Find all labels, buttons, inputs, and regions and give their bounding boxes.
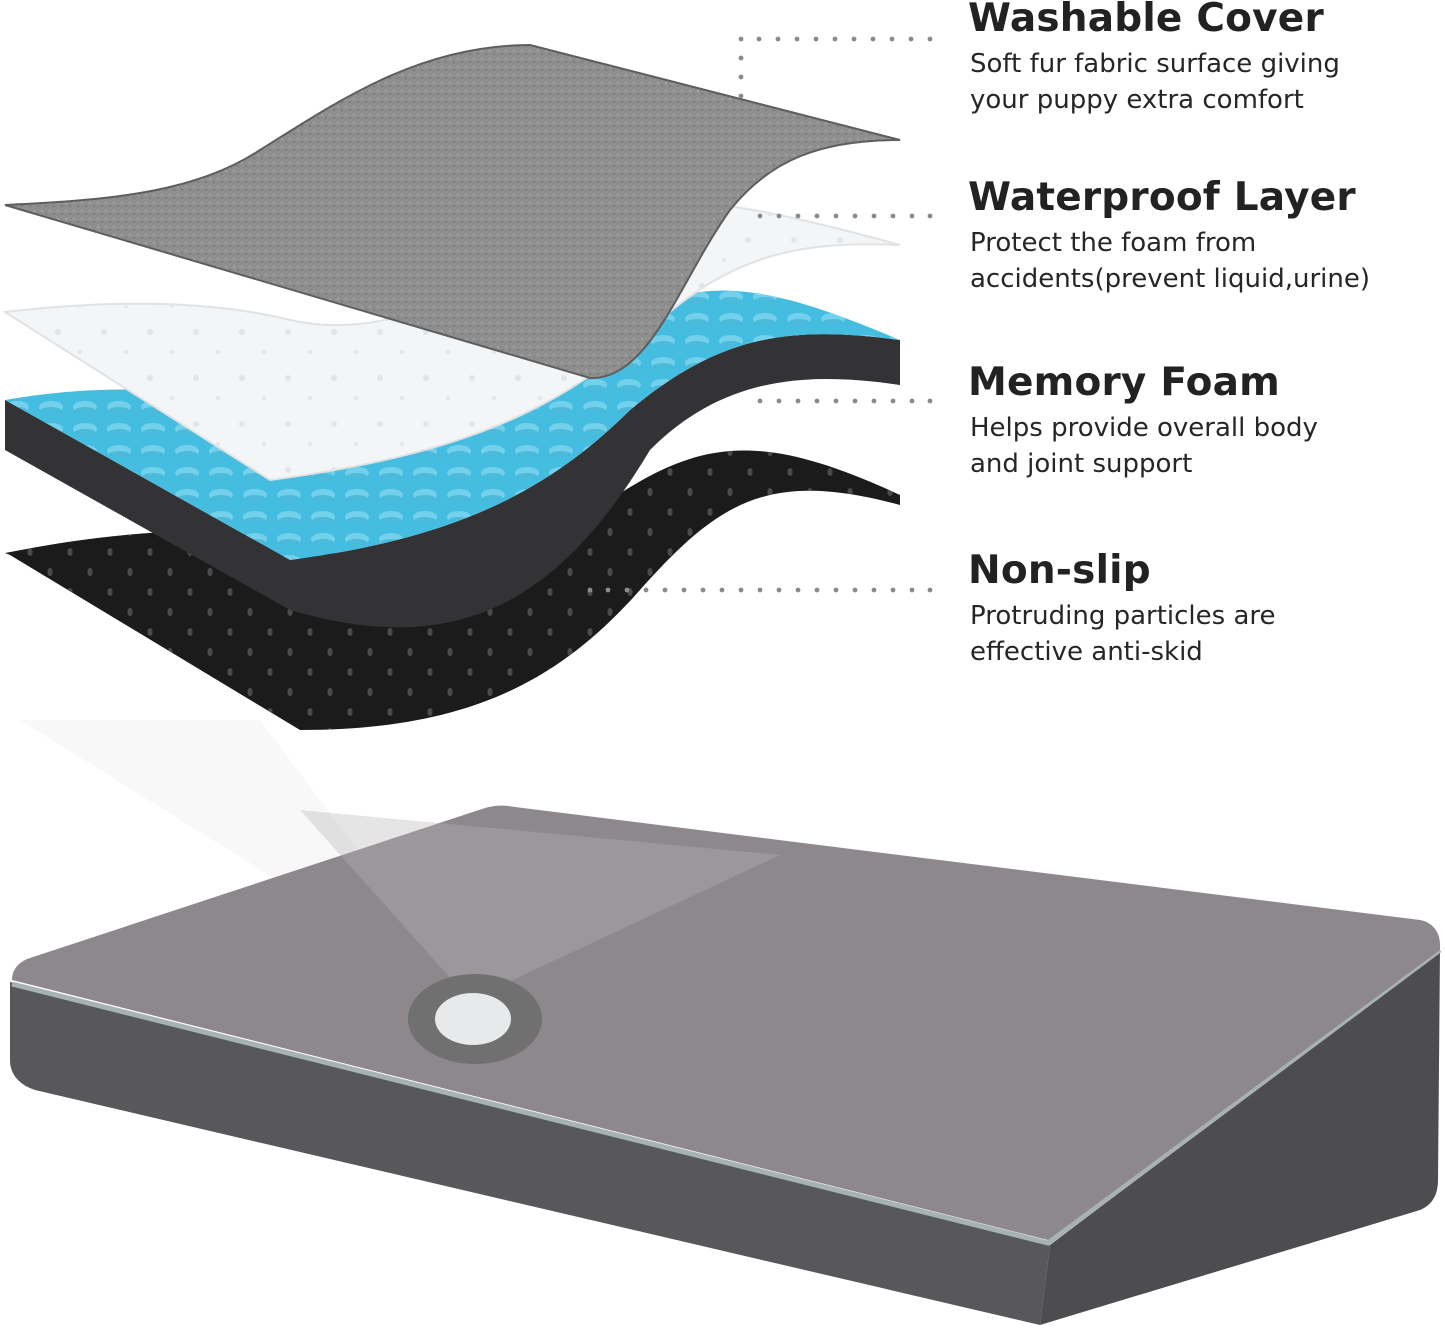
leader-lines (587, 36, 933, 593)
bed-right-side (1040, 950, 1440, 1325)
pressure-dot (435, 993, 511, 1045)
bed-top (12, 805, 1440, 1240)
bed-front-side (10, 982, 1050, 1325)
leader-memory-foam (757, 398, 933, 404)
dog-bed (10, 805, 1442, 1325)
feature-title: Waterproof Layer (968, 175, 1356, 220)
feature-title: Non-slip (968, 548, 1151, 593)
light-beam-top (300, 810, 780, 1000)
feature-title: Memory Foam (968, 360, 1280, 405)
leader-washable-cover (738, 36, 933, 99)
leader-non-slip (587, 587, 933, 593)
feature-title: Washable Cover (968, 0, 1324, 41)
feature-washable-cover: Washable Cover Soft fur fabric surface g… (968, 0, 1445, 118)
washable-cover-layer (4, 43, 901, 380)
bed-piping (11, 947, 1442, 1246)
memory-foam-layer (5, 290, 900, 628)
leader-waterproof (757, 213, 933, 219)
